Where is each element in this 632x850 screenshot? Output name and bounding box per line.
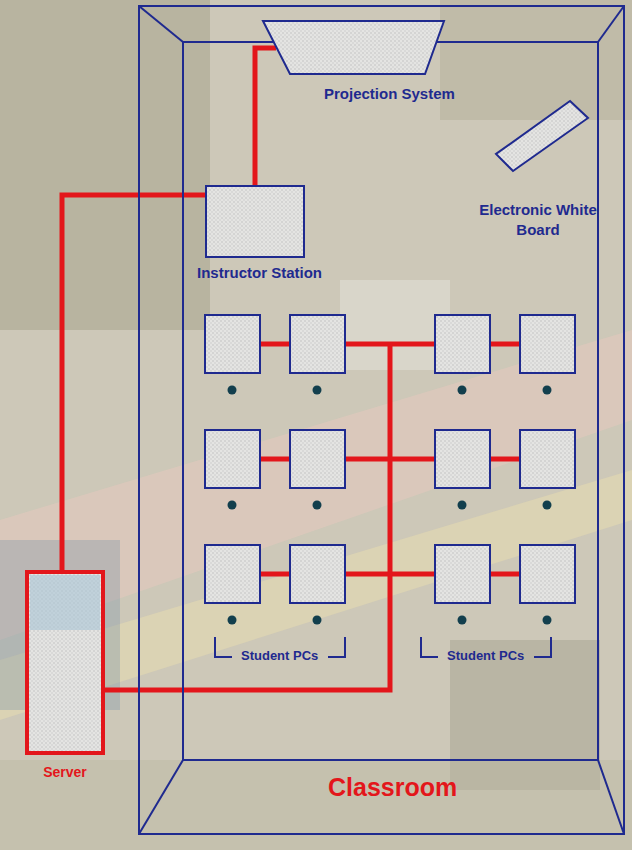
student-seat [313,501,322,510]
room-corner [598,6,624,42]
electronic-white-board: Electronic White Board [495,100,590,172]
network-wire [490,457,520,462]
node-label: Instructor Station [197,263,322,283]
network-wire [260,572,290,577]
student-pc [205,545,260,603]
student-pc [520,315,575,373]
server-screen [30,575,100,630]
student-seat [313,616,322,625]
instructor-station-shape [205,185,305,258]
group-label: Student PCs [447,648,524,665]
network-wire [490,572,520,577]
room-inner-wall [183,42,598,760]
network-wire [105,342,390,690]
projection-system: Projection System [262,20,445,75]
student-pc [205,430,260,488]
network-wire [260,457,290,462]
server-box-shape [25,570,105,755]
student-pc [435,315,490,373]
photo-floor [0,760,632,850]
node-label: Electronic White Board [477,200,599,239]
projection-screen [263,21,444,74]
group-bracket [421,637,438,657]
student-seat [228,501,237,510]
student-pc [435,430,490,488]
photo-band [0,330,632,640]
classroom-outline: Classroom Projection SystemElectronic Whi… [138,5,625,835]
network-wire [490,342,520,347]
student-seat [228,386,552,625]
student-seat [458,501,467,510]
station-box [206,186,304,257]
student-seat [228,386,237,395]
room-outline [139,6,624,834]
photo-monitor [340,280,450,370]
student-pc [435,545,490,603]
group-label: Student PCs [241,648,318,665]
node-label: Server [25,763,105,781]
student-pc [290,430,345,488]
student-seat [313,386,322,395]
node-label: Classroom [328,771,457,804]
room-corner [139,760,183,834]
group-bracket [534,637,551,657]
group-bracket [328,637,345,657]
student-pc-grid [205,315,575,603]
student-seat [543,616,552,625]
network-wire [260,342,290,347]
white-board-panel [496,101,588,171]
student-pc [520,430,575,488]
student-seat [543,386,552,395]
network-wire [105,342,520,690]
room-corner [598,760,624,834]
student-pc [205,315,260,373]
photo-shadow [440,0,632,120]
student-seat [458,386,467,395]
student-seat [458,616,467,625]
student-pc [520,545,575,603]
network-cable [255,48,276,185]
group-bracket [215,637,232,657]
electronic-white-board-shape [495,100,590,172]
room-corner [139,6,183,42]
student-pc [290,545,345,603]
student-pc [290,315,345,373]
room-outer-wall [139,6,624,834]
student-seat [543,501,552,510]
projection-system-shape [262,20,445,75]
student-seat [228,616,237,625]
server-cabinet [27,572,103,753]
instructor-station: Instructor Station [205,185,305,258]
server-box: Server [25,570,105,755]
node-label: Projection System [324,84,455,104]
photo-shadow [0,0,210,330]
